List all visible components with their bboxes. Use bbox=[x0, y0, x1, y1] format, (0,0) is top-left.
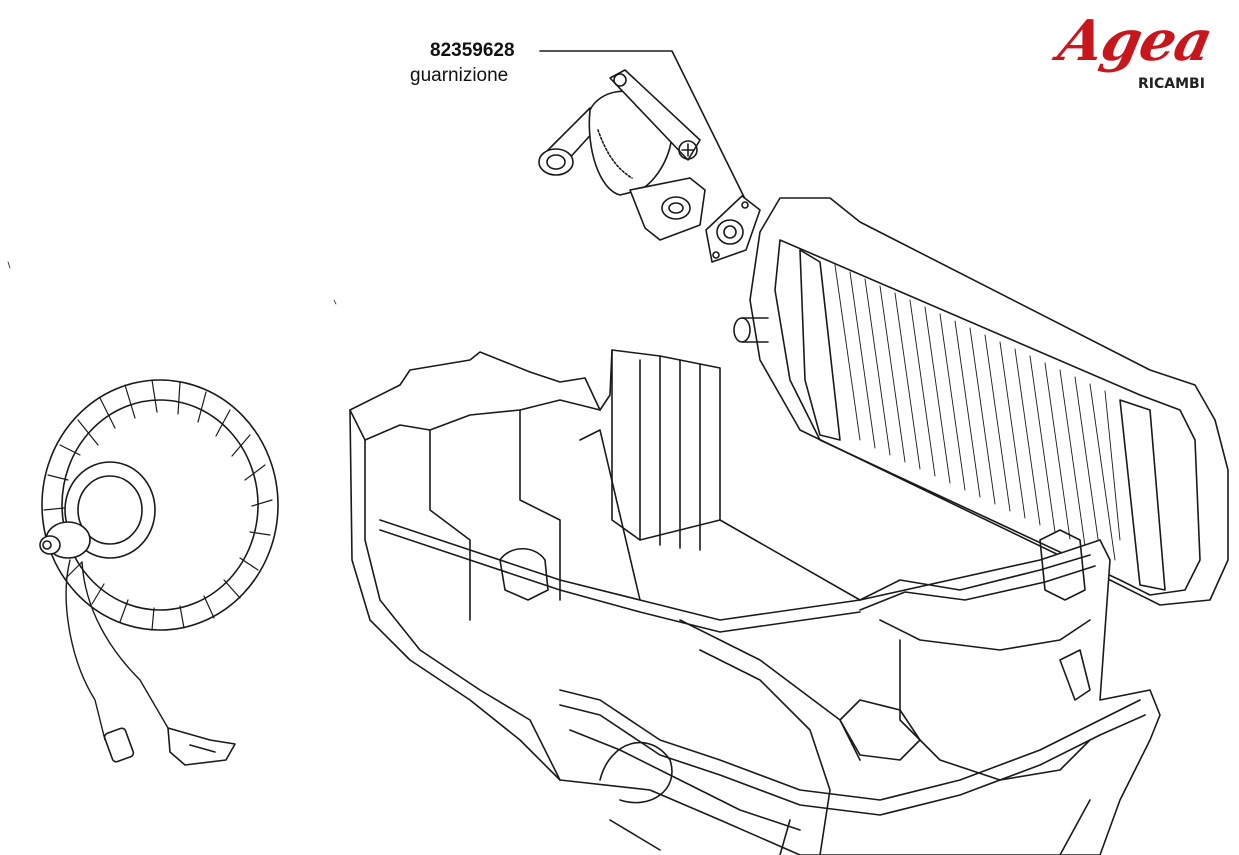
part-name: guarnizione bbox=[410, 65, 509, 86]
logo-subtitle: RICAMBI bbox=[1138, 76, 1205, 92]
gasket bbox=[706, 196, 760, 262]
callout-leader-line bbox=[540, 51, 748, 205]
part-callout: 82359628 guarnizione bbox=[410, 38, 515, 88]
heater-housing bbox=[350, 350, 1160, 855]
blower-fan-motor bbox=[40, 380, 278, 765]
margin-marks bbox=[8, 262, 336, 304]
agea-ricambi-logo: Agea RICAMBI bbox=[1040, 8, 1218, 108]
logo-brand: Agea bbox=[1052, 8, 1218, 74]
part-number: 82359628 bbox=[430, 40, 515, 61]
heater-valve bbox=[539, 70, 705, 240]
heater-core-radiator bbox=[734, 198, 1228, 605]
